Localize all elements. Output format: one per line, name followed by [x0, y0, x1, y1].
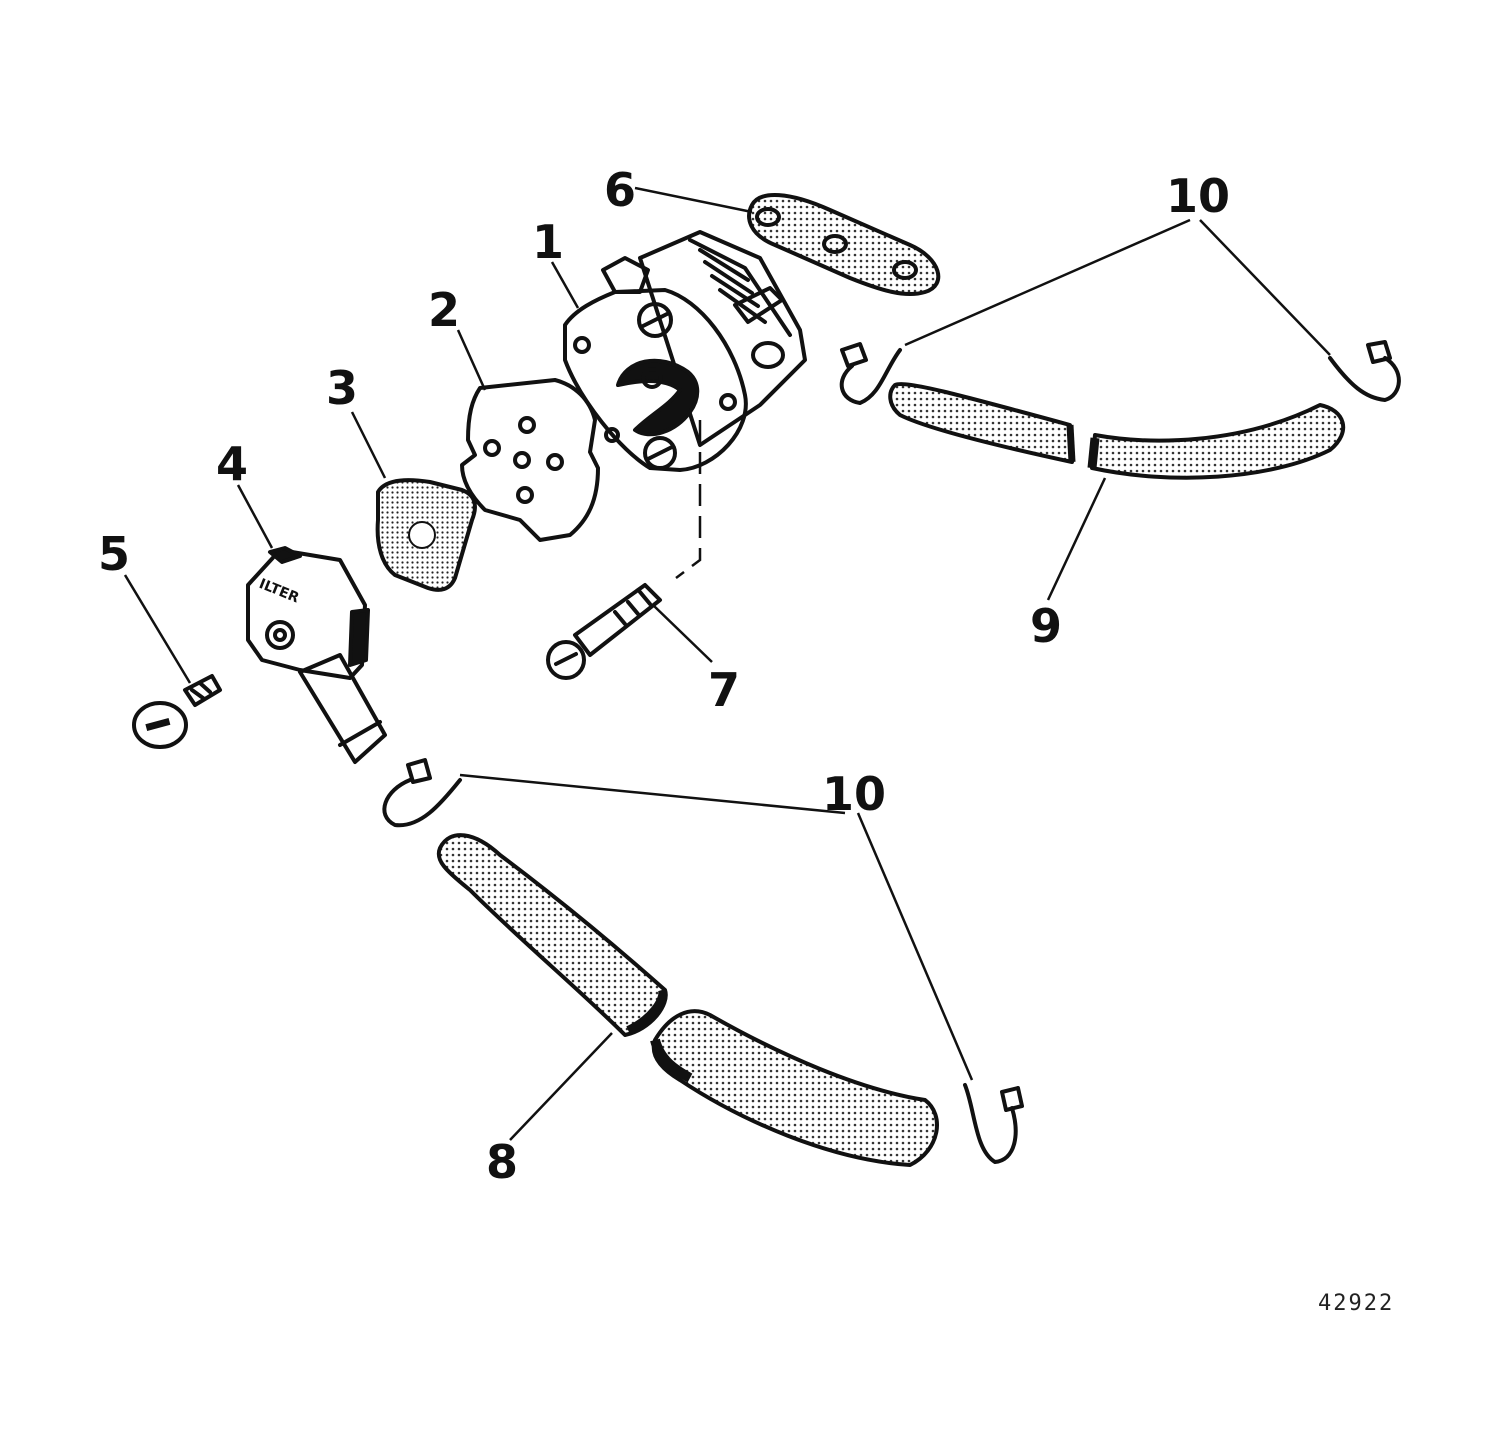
- part-8-lower-hose: [436, 833, 939, 1167]
- part-10-clamp-upper-left: [839, 342, 902, 405]
- part-3-filter-screen: [375, 478, 477, 592]
- part-10-clamp-upper-right: [1328, 340, 1401, 402]
- callout-7: 7: [708, 663, 740, 717]
- callout-1: 1: [532, 215, 564, 269]
- leader-lines: [123, 186, 1331, 1141]
- part-10-clamp-lower-right: [963, 1083, 1024, 1164]
- callout-3: 3: [326, 361, 358, 415]
- part-4-filter-cover: ILTER: [246, 546, 387, 764]
- part-9-upper-hose: [888, 382, 1346, 480]
- callout-6: 6: [604, 163, 636, 217]
- callout-8: 8: [486, 1135, 518, 1189]
- part-10-clamp-lower-left: [382, 758, 462, 828]
- figure-number: 42922: [1318, 1291, 1394, 1316]
- callout-numbers: 1 2 3 4 5 6 7 8 9 10 10: [98, 163, 1230, 1189]
- filter-cover-label: ILTER: [257, 576, 302, 607]
- part-7-long-screw: [546, 583, 662, 680]
- callout-5: 5: [98, 527, 130, 581]
- alignment-dashed-line: [675, 420, 702, 579]
- callout-2: 2: [428, 283, 460, 337]
- part-1-pump-body: [563, 230, 807, 472]
- part-6-gasket: [747, 193, 941, 297]
- callout-10-top: 10: [1166, 169, 1230, 223]
- callout-4: 4: [216, 437, 248, 491]
- callout-10-bottom: 10: [822, 767, 886, 821]
- part-2-valve-plate: [460, 378, 600, 542]
- callout-9: 9: [1030, 599, 1062, 653]
- part-5-screw: [132, 674, 222, 749]
